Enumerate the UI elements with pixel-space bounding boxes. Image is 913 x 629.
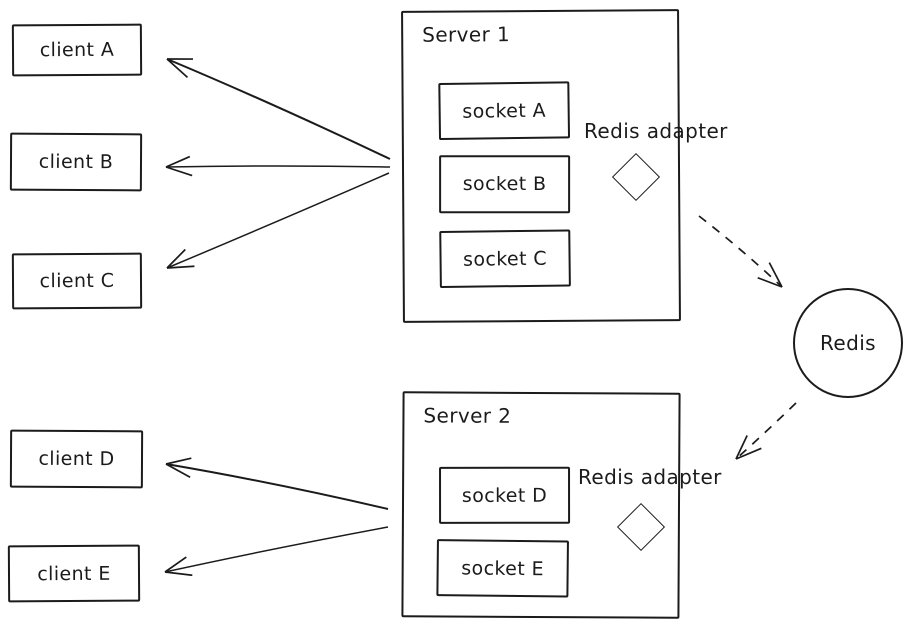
client-a-box: client A xyxy=(11,23,143,77)
client-e-label: client E xyxy=(37,562,111,585)
client-c-label: client C xyxy=(39,269,115,293)
server1-title: Server 1 xyxy=(422,22,511,47)
redis-node: Redis xyxy=(793,288,903,398)
client-a-label: client A xyxy=(39,38,115,62)
server1-redis-adapter-label: Redis adapter xyxy=(584,119,728,143)
arrow-server1-to-client-b xyxy=(165,155,391,177)
server2-title: Server 2 xyxy=(423,403,512,428)
arrow-server1-to-client-a xyxy=(166,58,391,160)
dashed-arrow-adapter1-to-redis xyxy=(698,215,783,288)
arrow-server2-to-client-e xyxy=(164,526,389,577)
redis-label: Redis xyxy=(820,331,876,355)
socket-b-box: socket B xyxy=(439,155,571,214)
arrow-server1-to-client-c xyxy=(166,172,390,269)
socket-e-box: socket E xyxy=(436,539,569,598)
socket-a-label: socket A xyxy=(462,99,547,123)
client-d-label: client D xyxy=(38,447,115,471)
dashed-arrow-redis-to-adapter2 xyxy=(735,402,797,460)
socket-a-box: socket A xyxy=(438,81,571,141)
arrow-server2-to-client-d xyxy=(165,457,389,510)
socket-d-box: socket D xyxy=(439,466,571,524)
client-e-box: client E xyxy=(7,544,141,603)
socket-b-label: socket B xyxy=(462,173,547,196)
client-c-box: client C xyxy=(11,252,143,310)
socket-c-box: socket C xyxy=(439,229,571,288)
socket-c-label: socket C xyxy=(462,247,548,271)
socket-e-label: socket E xyxy=(461,556,545,580)
client-b-box: client B xyxy=(9,132,143,192)
client-b-label: client B xyxy=(38,150,114,174)
socket-d-label: socket D xyxy=(461,484,548,507)
client-d-box: client D xyxy=(9,429,144,489)
server2-redis-adapter-label: Redis adapter xyxy=(578,465,722,489)
